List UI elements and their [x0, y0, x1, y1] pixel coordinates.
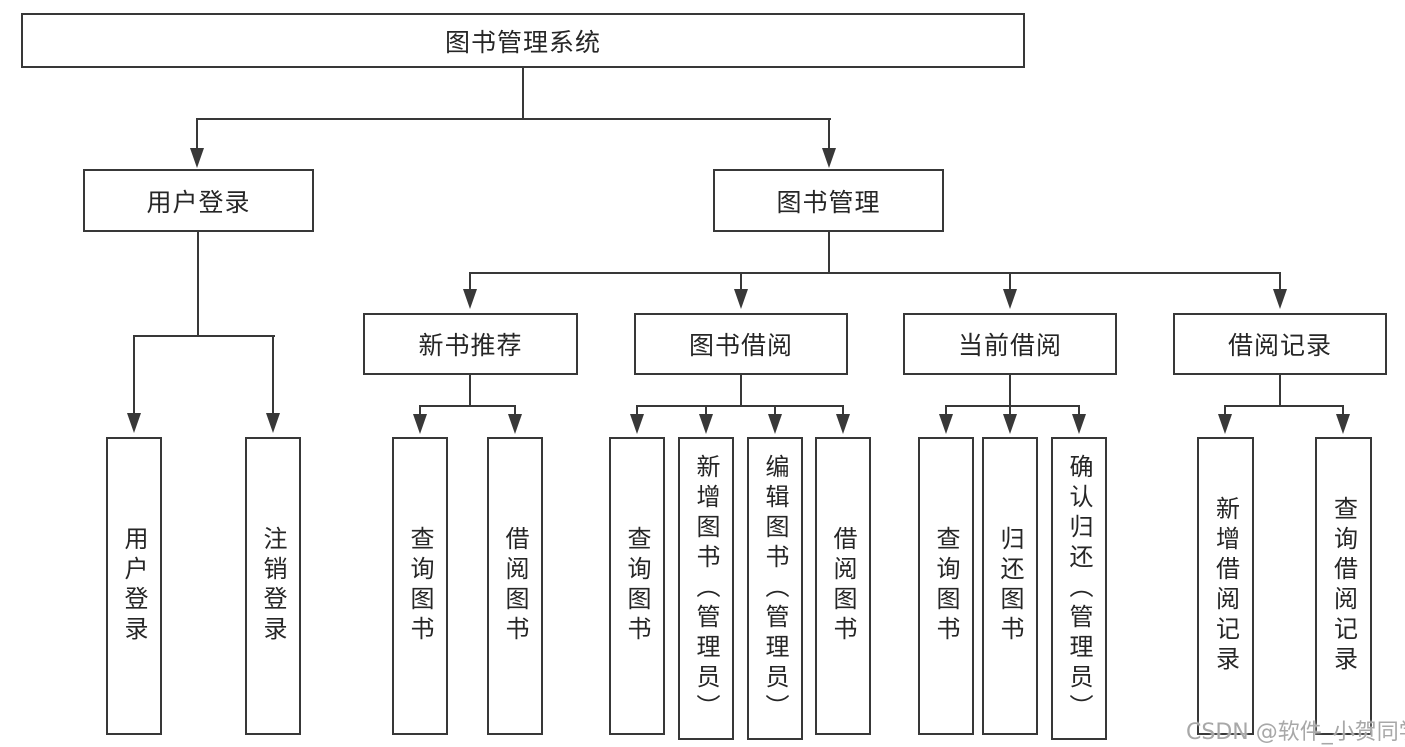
connector-hline [419, 405, 516, 407]
leaf-add-book-admin: 新增图书（管理员） [678, 437, 734, 740]
leaf-label: 新增图书（管理员） [692, 453, 720, 724]
connector-hline [196, 118, 831, 120]
connector-vline [945, 405, 947, 416]
leaf-query-books-borrow: 查询图书 [609, 437, 665, 735]
leaf-query-books-current: 查询图书 [918, 437, 974, 735]
node-root: 图书管理系统 [21, 13, 1025, 68]
connector-vline [740, 272, 742, 291]
connector-hline [636, 405, 844, 407]
connector-vline [1279, 272, 1281, 291]
leaf-user-login: 用户登录 [106, 437, 162, 735]
connector-hline [469, 272, 1281, 274]
connector-vline [469, 272, 471, 291]
connector-vline [705, 405, 707, 416]
leaf-label: 归还图书 [996, 526, 1024, 646]
arrowhead-down-icon [266, 413, 280, 433]
connector-vline [1224, 405, 1226, 416]
connector-vline [740, 374, 742, 407]
leaf-label: 确认归还（管理员） [1065, 453, 1093, 724]
arrowhead-down-icon [630, 414, 644, 434]
connector-hline [1224, 405, 1344, 407]
arrowhead-down-icon [508, 414, 522, 434]
leaf-add-borrow-record: 新增借阅记录 [1197, 437, 1254, 735]
connector-vline [828, 118, 830, 151]
arrowhead-down-icon [1218, 414, 1232, 434]
leaf-label: 借阅图书 [501, 526, 529, 646]
arrowhead-down-icon [734, 289, 748, 309]
leaf-label: 查询图书 [406, 526, 434, 646]
node-borrow-records: 借阅记录 [1173, 313, 1387, 375]
connector-vline [1279, 374, 1281, 407]
leaf-label: 新增借阅记录 [1211, 496, 1240, 676]
leaf-label: 借阅图书 [829, 526, 857, 646]
node-book-management: 图书管理 [713, 169, 944, 232]
arrowhead-down-icon [1003, 414, 1017, 434]
node-book-borrow: 图书借阅 [634, 313, 848, 375]
leaf-label: 查询图书 [932, 526, 960, 646]
connector-vline [1342, 405, 1344, 416]
connector-vline [1009, 405, 1011, 416]
arrowhead-down-icon [822, 148, 836, 168]
leaf-label: 注销登录 [259, 526, 287, 646]
leaf-label: 编辑图书（管理员） [761, 453, 789, 724]
connector-vline [842, 405, 844, 416]
connector-vline [196, 118, 198, 151]
connector-vline [133, 335, 135, 413]
arrowhead-down-icon [1273, 289, 1287, 309]
leaf-borrow-books-recommend: 借阅图书 [487, 437, 543, 735]
leaf-query-borrow-record: 查询借阅记录 [1315, 437, 1372, 735]
leaf-logout-login: 注销登录 [245, 437, 301, 735]
connector-vline [514, 405, 516, 416]
connector-vline [1009, 374, 1011, 407]
connector-vline [636, 405, 638, 416]
connector-vline [197, 231, 199, 337]
leaf-borrow-books: 借阅图书 [815, 437, 871, 735]
arrowhead-down-icon [413, 414, 427, 434]
arrowhead-down-icon [1072, 414, 1086, 434]
connector-vline [774, 405, 776, 416]
node-new-book-recommend: 新书推荐 [363, 313, 578, 375]
connector-vline [272, 335, 274, 413]
arrowhead-down-icon [699, 414, 713, 434]
arrowhead-down-icon [1003, 289, 1017, 309]
arrowhead-down-icon [768, 414, 782, 434]
arrowhead-down-icon [836, 414, 850, 434]
connector-vline [419, 405, 421, 416]
arrowhead-down-icon [463, 289, 477, 309]
arrowhead-down-icon [1336, 414, 1350, 434]
connector-vline [469, 374, 471, 407]
arrowhead-down-icon [127, 413, 141, 433]
node-user-login: 用户登录 [83, 169, 314, 232]
connector-vline [828, 231, 830, 273]
watermark-text: CSDN @软件_小贺同学 [1186, 720, 1405, 745]
arrowhead-down-icon [190, 148, 204, 168]
connector-vline [1009, 272, 1011, 291]
connector-hline [133, 335, 275, 337]
leaf-confirm-return-admin: 确认归还（管理员） [1051, 437, 1107, 740]
leaf-label: 用户登录 [120, 526, 148, 646]
leaf-query-books-recommend: 查询图书 [392, 437, 448, 735]
leaf-label: 查询图书 [623, 526, 651, 646]
connector-vline [1078, 405, 1080, 416]
leaf-return-books: 归还图书 [982, 437, 1038, 735]
node-current-borrow: 当前借阅 [903, 313, 1117, 375]
arrowhead-down-icon [939, 414, 953, 434]
leaf-label: 查询借阅记录 [1329, 496, 1358, 676]
leaf-edit-book-admin: 编辑图书（管理员） [747, 437, 803, 740]
connector-vline [522, 67, 524, 119]
connector-hline [945, 405, 1080, 407]
